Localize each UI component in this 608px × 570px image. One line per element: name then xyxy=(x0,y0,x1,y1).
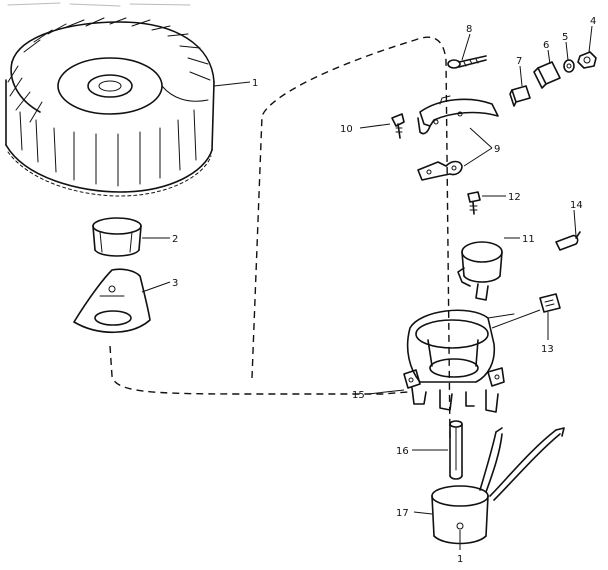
callout-part-3: 3 xyxy=(172,278,178,289)
clamp-block xyxy=(533,61,561,89)
key-plate xyxy=(73,268,151,334)
callout-part-11: 11 xyxy=(522,234,535,245)
washer xyxy=(563,59,575,73)
screw xyxy=(447,55,487,69)
small-plate xyxy=(539,293,561,313)
callout-part-1: 1 xyxy=(252,78,258,89)
callout-part-10: 10 xyxy=(340,124,353,135)
bushing xyxy=(92,217,142,257)
callout-part-12: 12 xyxy=(508,192,521,203)
callout-part-2: 2 xyxy=(172,234,178,245)
callout-part-15: 15 xyxy=(352,390,365,401)
callout-part-14: 14 xyxy=(570,200,583,211)
ignition-coil xyxy=(431,427,565,545)
spacer-block xyxy=(509,85,531,107)
flywheel xyxy=(5,17,215,197)
assembly-line xyxy=(109,36,451,441)
callout-part-1-bottom: 1 xyxy=(457,554,463,565)
callout-part-9: 9 xyxy=(494,144,500,155)
callout-part-4: 4 xyxy=(590,16,596,27)
lever xyxy=(417,160,463,181)
callout-part-5: 5 xyxy=(562,32,568,43)
callout-part-13: 13 xyxy=(541,344,554,355)
callout-part-6: 6 xyxy=(543,40,549,51)
screw-small xyxy=(391,113,405,139)
screw-terminal xyxy=(467,191,481,215)
shaft xyxy=(449,420,463,480)
nut xyxy=(577,51,597,69)
pin xyxy=(555,231,581,251)
condenser xyxy=(457,241,503,301)
bracket xyxy=(417,95,499,135)
callout-part-16: 16 xyxy=(396,446,409,457)
callout-part-17: 17 xyxy=(396,508,409,519)
callout-part-8: 8 xyxy=(466,24,472,35)
ignition-base xyxy=(403,309,515,413)
callout-part-7: 7 xyxy=(516,56,522,67)
